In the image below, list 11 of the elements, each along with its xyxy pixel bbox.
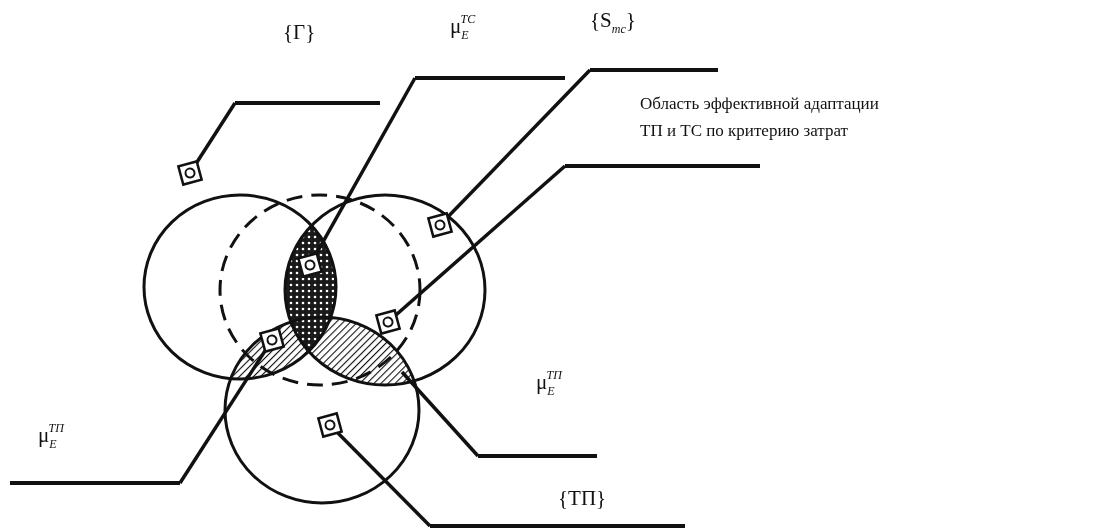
leader-label: {Γ}: [235, 12, 380, 103]
leader-line: [297, 77, 417, 278]
leader-line: [178, 327, 285, 484]
leader-label: {S$_{тс}$}: [590, 8, 718, 70]
leader-line: [375, 164, 567, 335]
leader-label: {ТП}: [430, 484, 685, 526]
leader-line: [427, 68, 592, 238]
leader-label: Область эффективной адаптации ТП и ТС по критерию затрат: [565, 90, 905, 166]
leader-line: [177, 102, 237, 186]
leader-line: [317, 412, 432, 528]
leader-line: [400, 370, 480, 458]
